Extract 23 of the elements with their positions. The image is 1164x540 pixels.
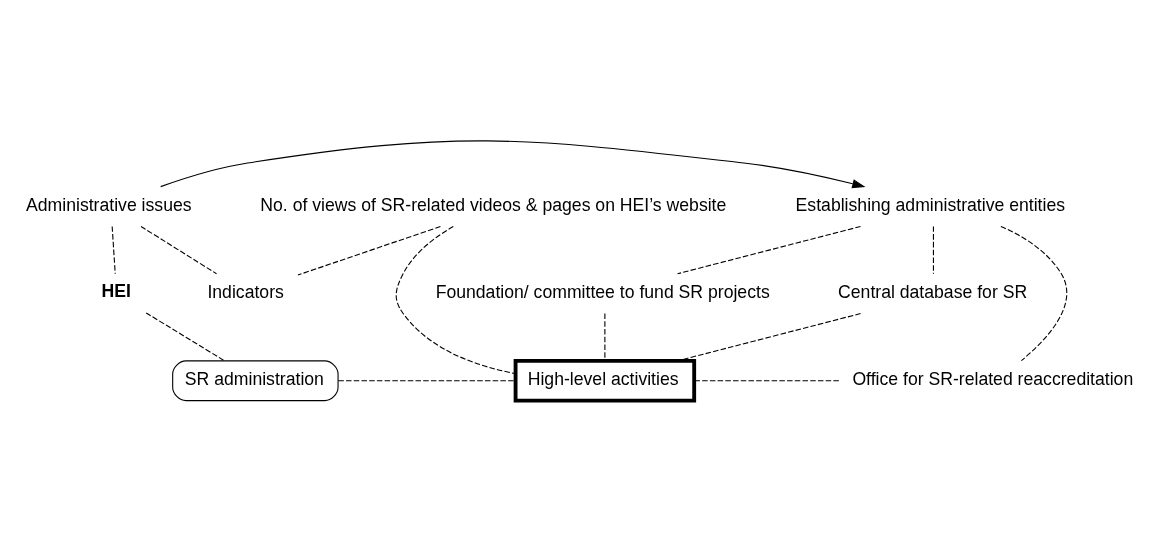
connector [297, 225, 441, 276]
node-text: Indicators [207, 281, 284, 302]
node-text: Administrative issues [26, 194, 192, 215]
node-text: Central database for SR [838, 281, 1028, 302]
connector [604, 312, 606, 361]
connector [140, 225, 218, 274]
connector [693, 379, 841, 381]
node-text: Office for SR-related reaccreditation [852, 368, 1134, 389]
node-box: High-level activities [513, 358, 697, 402]
connector [1000, 225, 1068, 361]
node-text: Foundation/ committee to fund SR projects [435, 281, 770, 302]
node-box: SR administration [172, 359, 339, 401]
node-text: HEI [101, 280, 131, 301]
connector [932, 225, 934, 274]
connector [677, 225, 862, 274]
connector [395, 225, 517, 374]
connector [111, 225, 116, 274]
arrow [160, 139, 866, 188]
connector [145, 311, 226, 361]
connector [677, 312, 862, 361]
connector [337, 379, 516, 381]
node-text: Establishing administrative entities [795, 194, 1066, 215]
node-text: No. of views of SR-related videos & pages on HEI’s website [260, 194, 727, 215]
